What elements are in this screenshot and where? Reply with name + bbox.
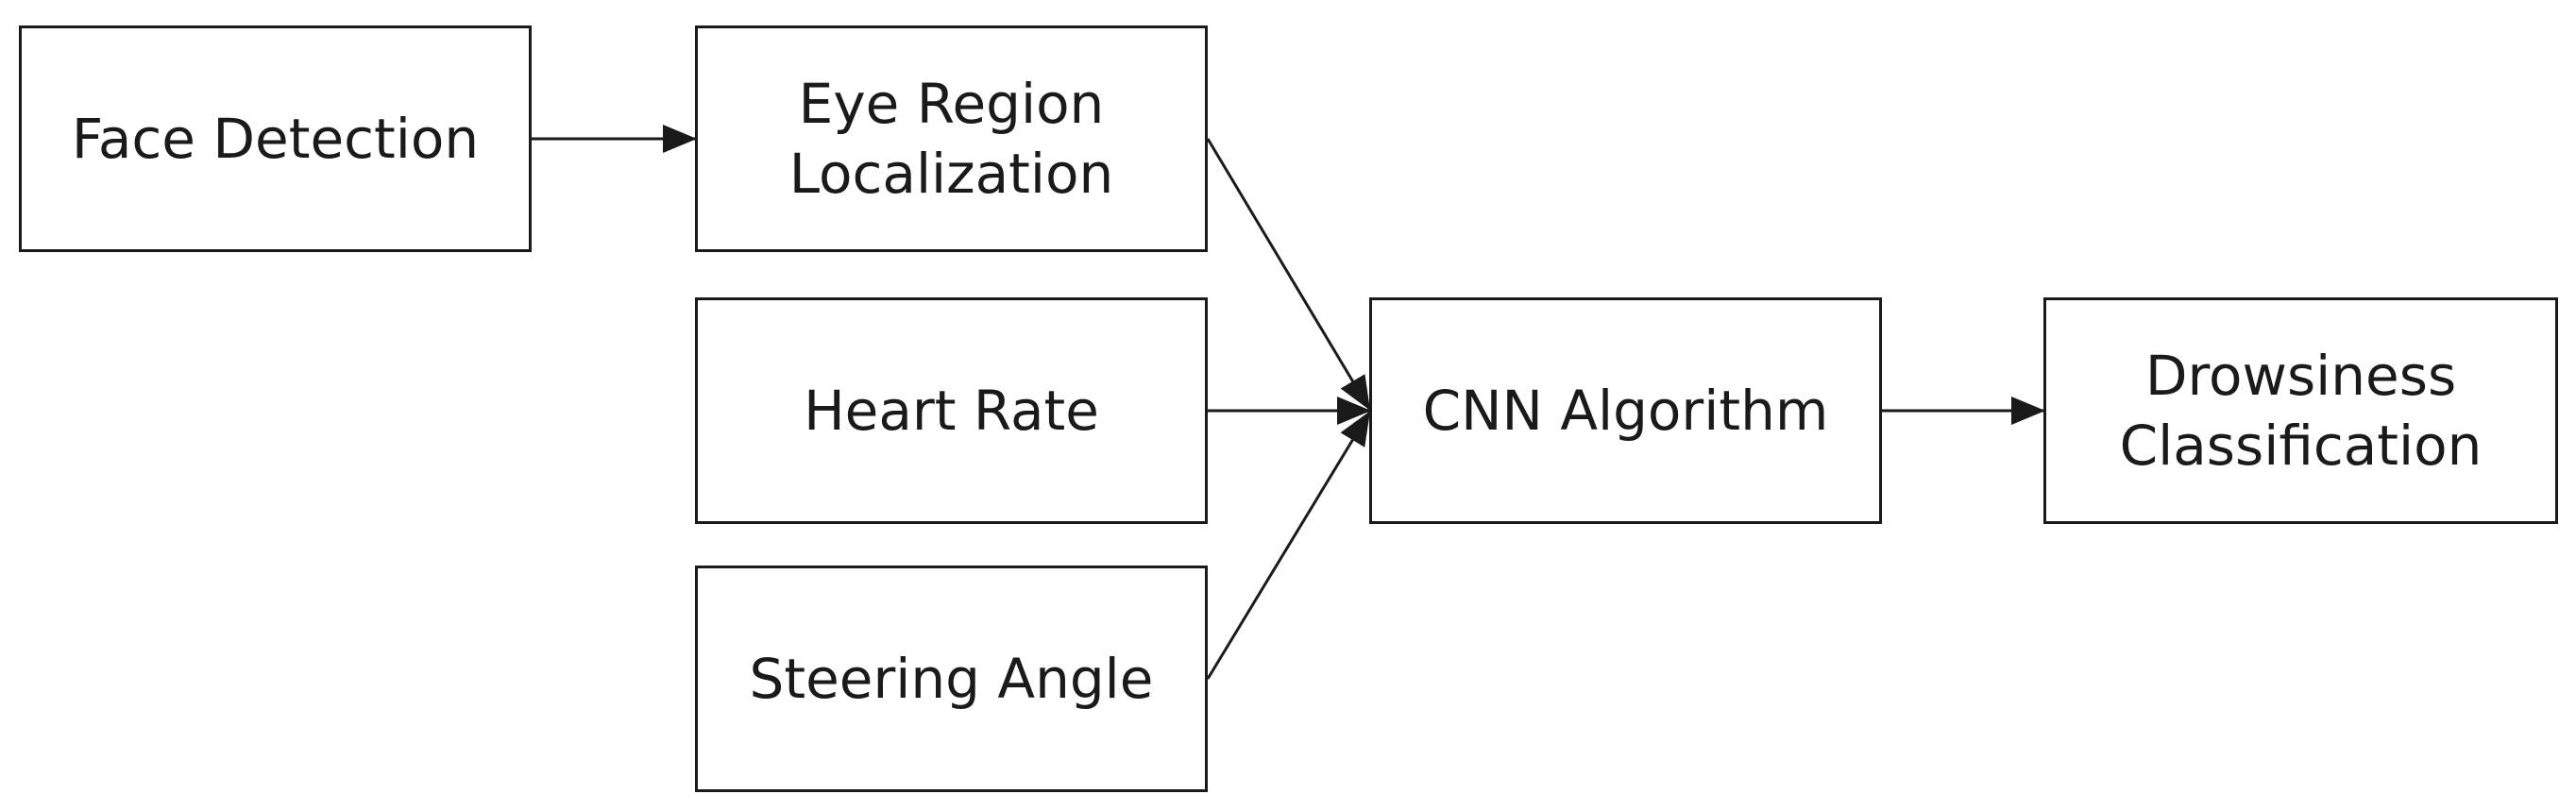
heart-rate-label: Heart Rate	[804, 379, 1099, 443]
drowsiness-classification-box: Drowsiness Classification	[2043, 297, 2558, 524]
edge-steer-to-cnn	[1206, 411, 1371, 680]
edge-eye-to-cnn	[1206, 138, 1371, 411]
eye-region-localization-label: Eye Region Localization	[788, 72, 1114, 206]
steering-angle-box: Steering Angle	[695, 566, 1208, 792]
steering-angle-label: Steering Angle	[749, 647, 1154, 711]
face-detection-box: Face Detection	[19, 25, 532, 252]
eye-region-localization-box: Eye Region Localization	[695, 25, 1208, 252]
face-detection-label: Face Detection	[71, 107, 480, 171]
drowsiness-classification-label: Drowsiness Classification	[2119, 344, 2483, 478]
heart-rate-box: Heart Rate	[695, 297, 1208, 524]
cnn-algorithm-label: CNN Algorithm	[1422, 379, 1829, 443]
cnn-algorithm-box: CNN Algorithm	[1369, 297, 1882, 524]
